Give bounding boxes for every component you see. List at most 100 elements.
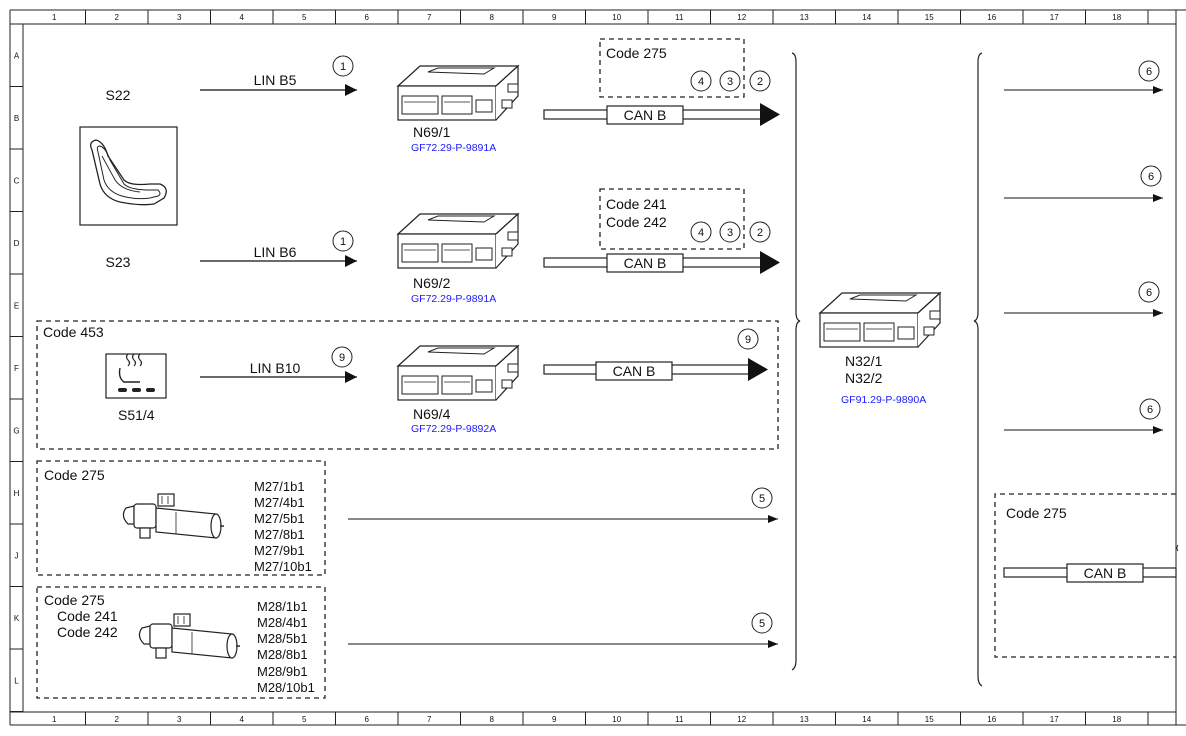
output-arrow-1: 6	[1004, 60, 1163, 94]
column-number-bottom: 18	[1112, 715, 1121, 724]
n69-1-label: N69/1	[413, 124, 451, 140]
m28-item: M28/9b1	[257, 664, 308, 679]
code-242-m28-label: Code 242	[57, 624, 118, 640]
n69-1-ref[interactable]: GF72.29-P-9891A	[411, 142, 496, 154]
code-453-label: Code 453	[43, 324, 104, 340]
svg-text:2: 2	[757, 227, 763, 239]
svg-text:6: 6	[1146, 66, 1152, 78]
column-number-top: 6	[365, 13, 370, 22]
column-ticks: 1122334455667788991010111112121313141415…	[52, 10, 1149, 725]
motor-m27-icon	[122, 493, 225, 539]
svg-text:3: 3	[727, 76, 733, 88]
column-number-bottom: 13	[800, 715, 809, 724]
row-letter: F	[14, 364, 19, 373]
seat-heater-switch-icon	[105, 353, 167, 399]
column-number-bottom: 4	[240, 715, 245, 724]
can-b-label-row2: CAN B	[624, 255, 667, 271]
column-number-top: 3	[177, 13, 182, 22]
svg-text:9: 9	[339, 352, 345, 364]
column-number-top: 12	[737, 13, 746, 22]
code-275-right-label: Code 275	[1006, 505, 1067, 521]
can-b-bus-right: CAN B	[1003, 544, 1179, 583]
column-number-top: 14	[862, 13, 871, 22]
row-letter: C	[14, 176, 20, 185]
marker-9-left: 9	[331, 346, 353, 368]
m28-item: M28/4b1	[257, 615, 308, 630]
svg-text:1: 1	[340, 61, 346, 73]
column-number-bottom: 16	[987, 715, 996, 724]
column-number-bottom: 11	[675, 715, 684, 724]
m27-item: M27/10b1	[254, 559, 312, 574]
svg-text:9: 9	[745, 334, 751, 346]
switch-s23-label: S23	[106, 254, 131, 270]
left-brace	[791, 52, 801, 671]
marker-1-row1: 1	[332, 55, 354, 77]
switch-s22-label: S22	[106, 87, 131, 103]
row-letter: D	[14, 239, 20, 248]
marker-5-row5: 5	[751, 612, 773, 634]
n32-2-label: N32/2	[845, 370, 883, 386]
ecu-n32-icon	[819, 292, 941, 348]
column-number-bottom: 17	[1050, 715, 1059, 724]
column-number-top: 18	[1112, 13, 1121, 22]
m27-item: M27/1b1	[254, 479, 305, 494]
n69-4-ref[interactable]: GF72.29-P-9892A	[411, 423, 496, 435]
code-275-m27-label: Code 275	[44, 467, 105, 483]
n69-4-label: N69/4	[413, 406, 451, 422]
column-number-top: 4	[240, 13, 245, 22]
marker-1-row2: 1	[332, 230, 354, 252]
svg-text:1: 1	[340, 236, 346, 248]
code-275-m28-label: Code 275	[44, 592, 105, 608]
n32-1-label: N32/1	[845, 353, 883, 369]
column-number-bottom: 14	[862, 715, 871, 724]
column-number-bottom: 7	[427, 715, 432, 724]
code-275-m28-box	[36, 586, 326, 699]
column-number-top: 13	[800, 13, 809, 22]
m27-item: M27/5b1	[254, 511, 305, 526]
code-275-box-top	[599, 38, 745, 98]
column-number-top: 2	[115, 13, 120, 22]
m28-item: M28/5b1	[257, 631, 308, 646]
drawing-frame	[9, 9, 1186, 726]
lin-b10-label: LIN B10	[250, 360, 301, 376]
output-arrow-2: 6	[1004, 165, 1163, 202]
column-number-top: 15	[925, 13, 934, 22]
column-number-bottom: 8	[490, 715, 495, 724]
can-b-bus-row3: CAN B	[543, 358, 768, 381]
markers-4-3-2-row2: 4 3 2	[690, 221, 771, 243]
code-275-m27-box	[36, 460, 326, 576]
column-number-top: 1	[52, 13, 57, 22]
output-arrow-4: 6	[1004, 398, 1163, 434]
can-b-label-row3: CAN B	[613, 363, 656, 379]
svg-text:5: 5	[759, 493, 765, 505]
column-number-top: 7	[427, 13, 432, 22]
column-number-bottom: 2	[115, 715, 120, 724]
column-number-top: 11	[675, 13, 684, 22]
column-number-bottom: 6	[365, 715, 370, 724]
row-letter: E	[14, 301, 19, 310]
lin-b5-label: LIN B5	[254, 72, 297, 88]
lin-b6-label: LIN B6	[254, 244, 297, 260]
svg-text:3: 3	[727, 227, 733, 239]
can-b-bus-row1: CAN B	[543, 103, 780, 126]
code-275-right-box	[994, 493, 1176, 658]
m27-item: M27/8b1	[254, 527, 305, 542]
n32-ref[interactable]: GF91.29-P-9890A	[841, 394, 926, 406]
svg-text:6: 6	[1146, 287, 1152, 299]
can-b-label-right: CAN B	[1084, 565, 1127, 581]
row-letter: H	[14, 489, 20, 498]
n69-2-ref[interactable]: GF72.29-P-9891A	[411, 293, 496, 305]
svg-text:4: 4	[698, 227, 704, 239]
marker-5-row4: 5	[751, 487, 773, 509]
column-number-bottom: 12	[737, 715, 746, 724]
m27-item: M27/9b1	[254, 543, 305, 558]
m27-item: M27/4b1	[254, 495, 305, 510]
column-number-bottom: 9	[552, 715, 557, 724]
column-number-top: 8	[490, 13, 495, 22]
column-number-bottom: 15	[925, 715, 934, 724]
markers-4-3-2-row1: 4 3 2	[690, 70, 771, 92]
column-number-bottom: 5	[302, 715, 307, 724]
m28-item: M28/1b1	[257, 599, 308, 614]
column-number-top: 17	[1050, 13, 1059, 22]
